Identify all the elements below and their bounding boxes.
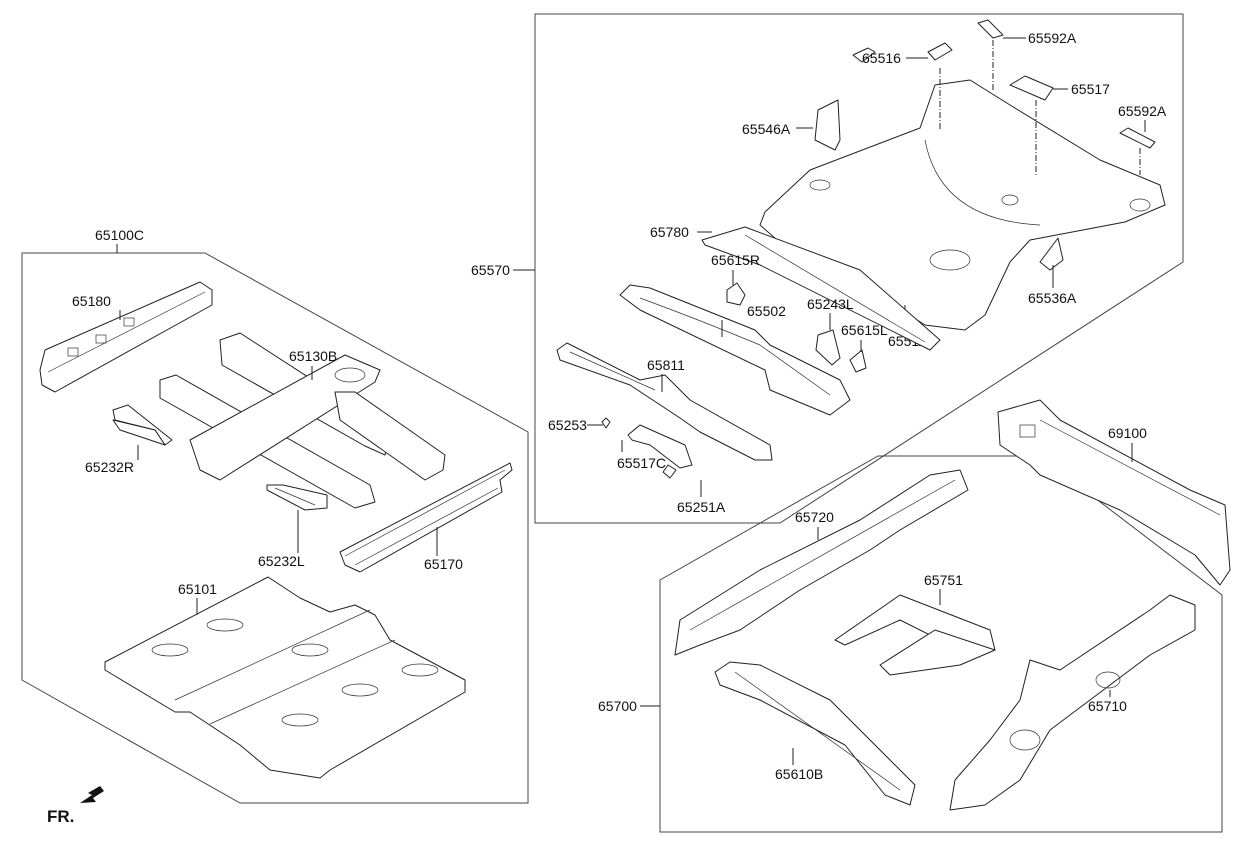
group-box-rear-floor bbox=[534, 13, 1184, 524]
part-65243L[interactable] bbox=[815, 329, 841, 366]
label-65780: 65780 bbox=[650, 224, 689, 240]
label-69100: 69100 bbox=[1108, 425, 1147, 441]
group-box-front-floor bbox=[21, 252, 529, 804]
part-65232R[interactable] bbox=[112, 404, 173, 446]
part-65502[interactable] bbox=[619, 284, 851, 416]
label-65615R: 65615R bbox=[711, 252, 760, 268]
group-box-rear-members bbox=[659, 455, 1223, 833]
label-65180: 65180 bbox=[72, 293, 111, 309]
label-65516: 65516 bbox=[862, 50, 901, 66]
label-65232L: 65232L bbox=[258, 553, 305, 569]
label-65615L: 65615L bbox=[841, 322, 888, 338]
label-65610B: 65610B bbox=[775, 766, 823, 782]
part-65615R[interactable] bbox=[726, 282, 746, 306]
part-65517C[interactable] bbox=[627, 424, 693, 469]
part-65517[interactable] bbox=[1009, 75, 1054, 101]
part-65751[interactable] bbox=[834, 594, 996, 676]
part-65180[interactable] bbox=[39, 281, 213, 393]
part-65610B[interactable] bbox=[714, 661, 916, 806]
part-65130B[interactable] bbox=[159, 332, 446, 509]
label-65253: 65253 bbox=[548, 417, 587, 433]
part-65780[interactable] bbox=[701, 226, 941, 351]
label-65170: 65170 bbox=[424, 556, 463, 572]
part-65720[interactable] bbox=[674, 469, 969, 656]
arrow-front-left-icon bbox=[80, 786, 104, 803]
part-65592A-top[interactable] bbox=[977, 19, 1004, 39]
part-65710[interactable] bbox=[949, 594, 1196, 811]
label-65570: 65570 bbox=[471, 262, 510, 278]
label-65592A-top: 65592A bbox=[1028, 30, 1077, 46]
part-69100[interactable] bbox=[997, 399, 1231, 586]
label-65130B: 65130B bbox=[289, 348, 337, 364]
part-65516-shape[interactable] bbox=[927, 42, 953, 61]
part-65592A-right[interactable] bbox=[1119, 127, 1156, 149]
label-65517C: 65517C bbox=[617, 455, 666, 471]
label-65592A-right: 65592A bbox=[1118, 103, 1167, 119]
label-65720: 65720 bbox=[795, 509, 834, 525]
part-65536A[interactable] bbox=[1039, 237, 1064, 271]
part-65170[interactable] bbox=[339, 462, 513, 573]
label-65811: 65811 bbox=[647, 357, 685, 373]
label-65751: 65751 bbox=[924, 572, 963, 588]
part-65615L[interactable] bbox=[849, 349, 867, 373]
label-65502: 65502 bbox=[747, 303, 786, 319]
label-65101: 65101 bbox=[178, 581, 217, 597]
label-65517: 65517 bbox=[1071, 81, 1110, 97]
front-direction-label: FR. bbox=[47, 807, 74, 826]
label-65546A: 65546A bbox=[742, 121, 791, 137]
label-65232R: 65232R bbox=[85, 459, 134, 475]
label-65710: 65710 bbox=[1088, 698, 1127, 714]
part-65251A[interactable] bbox=[662, 464, 677, 479]
part-65253[interactable] bbox=[601, 417, 611, 429]
label-65700: 65700 bbox=[598, 698, 637, 714]
label-65100C: 65100C bbox=[95, 227, 144, 243]
part-65232L[interactable] bbox=[266, 484, 328, 511]
part-65516[interactable] bbox=[852, 47, 876, 63]
part-65101[interactable] bbox=[104, 576, 466, 779]
label-65251A: 65251A bbox=[677, 499, 726, 515]
part-65546A[interactable] bbox=[814, 99, 841, 151]
label-65536A: 65536A bbox=[1028, 290, 1077, 306]
label-65243L: 65243L bbox=[807, 296, 854, 312]
part-65811[interactable] bbox=[556, 342, 773, 461]
